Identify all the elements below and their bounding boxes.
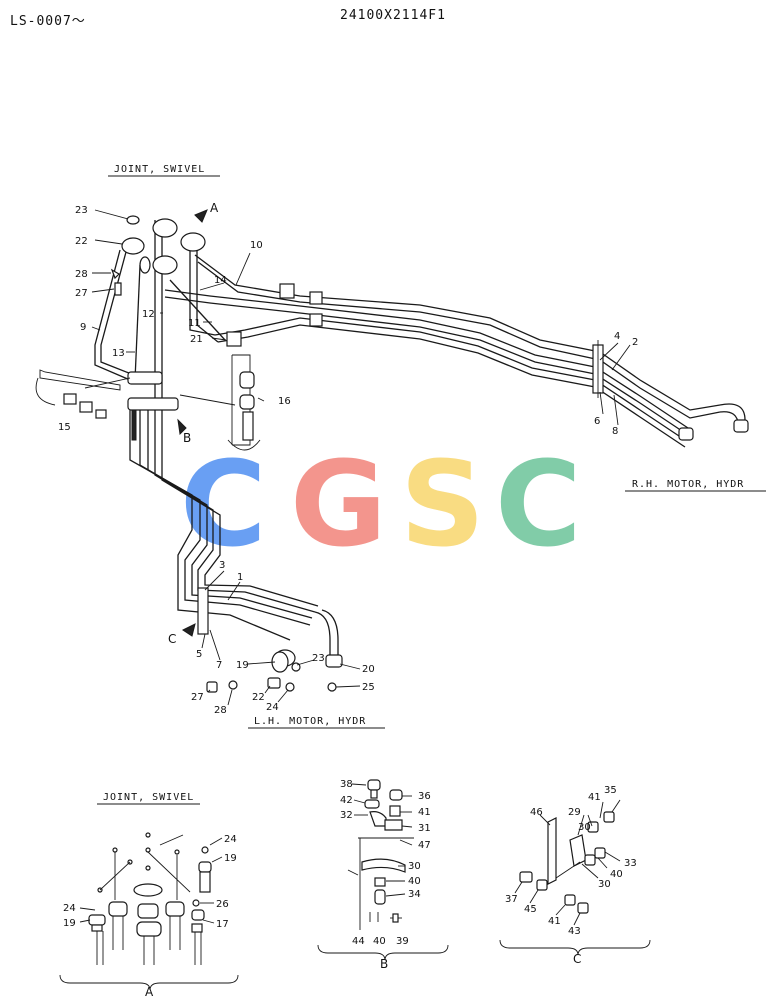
callout: 13 — [112, 348, 125, 359]
callout: 40 — [373, 936, 386, 947]
view-c-pointer: C — [168, 632, 176, 646]
title-joint-swivel-detail: JOINT, SWIVEL — [103, 792, 194, 803]
callout: 39 — [396, 936, 409, 947]
watermark-letter: S — [400, 435, 485, 573]
callout: 12 — [142, 309, 155, 320]
callout: 28 — [214, 705, 227, 716]
callout: 7 — [216, 660, 222, 671]
callout: 24 — [63, 903, 76, 914]
callout: 17 — [216, 919, 229, 930]
main-labels: 23 22 28 27 9 13 15 14 12 10 11 21 16 4 … — [58, 205, 638, 716]
drawing-serial: LS-0007～ — [10, 14, 86, 29]
callout: 28 — [75, 269, 88, 280]
callout: 16 — [278, 396, 291, 407]
detail-b: 38 36 42 41 32 31 47 30 40 34 44 40 39 B — [317, 779, 449, 971]
callout: 41 — [588, 792, 601, 803]
view-pointers: A B C — [168, 201, 219, 646]
callout: 22 — [252, 692, 265, 703]
callout: 27 — [191, 692, 204, 703]
callout: 47 — [418, 840, 431, 851]
callout: 20 — [362, 664, 375, 675]
view-b-caption: B — [380, 957, 388, 971]
title-lh-motor: L.H. MOTOR, HYDR — [254, 716, 366, 727]
callout: 24 — [266, 702, 279, 713]
section-titles: JOINT, SWIVEL R.H. MOTOR, HYDR L.H. MOTO… — [97, 164, 766, 805]
view-b-pointer: B — [183, 431, 191, 445]
callout: 34 — [408, 889, 421, 900]
drawing-number: 24100X2114F1 — [340, 8, 446, 23]
callout: 41 — [548, 916, 561, 927]
callout: 15 — [58, 422, 71, 433]
callout: 5 — [196, 649, 202, 660]
callout: 6 — [594, 416, 600, 427]
callout: 31 — [418, 823, 431, 834]
callout: 21 — [190, 334, 203, 345]
callout: 22 — [75, 236, 88, 247]
callout: 24 — [224, 834, 237, 845]
callout: 30 — [408, 861, 421, 872]
callout: 30 — [578, 822, 591, 833]
callout: 1 — [237, 572, 243, 583]
watermark-letter: G — [290, 435, 387, 573]
callout: 40 — [610, 869, 623, 880]
callout: 29 — [568, 807, 581, 818]
detail-a: 24 19 24 19 26 17 A — [59, 832, 239, 999]
callout: 25 — [362, 682, 375, 693]
callout: 19 — [63, 918, 76, 929]
callout: 35 — [604, 785, 617, 796]
callout: 38 — [340, 779, 353, 790]
callout: 10 — [250, 240, 263, 251]
callout: 30 — [598, 879, 611, 890]
callout: 37 — [505, 894, 518, 905]
callout: 46 — [530, 807, 543, 818]
watermark: C G S C — [180, 435, 582, 573]
callout: 4 — [614, 331, 620, 342]
watermark-letter: C — [180, 435, 267, 573]
callout: 23 — [312, 653, 325, 664]
callout: 19 — [224, 853, 237, 864]
title-rh-motor: R.H. MOTOR, HYDR — [632, 479, 744, 490]
callout: 42 — [340, 795, 353, 806]
callout: 2 — [632, 337, 638, 348]
callout: 9 — [80, 322, 86, 333]
callout: 19 — [236, 660, 249, 671]
callout: 27 — [75, 288, 88, 299]
view-c-caption: C — [573, 952, 581, 966]
callout: 44 — [352, 936, 365, 947]
callout: 8 — [612, 426, 618, 437]
callout: 11 — [188, 318, 201, 329]
callout: 3 — [219, 560, 225, 571]
callout: 23 — [75, 205, 88, 216]
callout: 41 — [418, 807, 431, 818]
title-joint-swivel: JOINT, SWIVEL — [114, 164, 205, 175]
callout: 26 — [216, 899, 229, 910]
callout: 14 — [214, 275, 227, 286]
callout: 40 — [408, 876, 421, 887]
view-a-pointer: A — [210, 201, 219, 215]
view-a-caption: A — [145, 985, 154, 999]
watermark-letter: C — [495, 435, 582, 573]
main-piping — [35, 215, 749, 693]
callout: 33 — [624, 858, 637, 869]
callout: 36 — [418, 791, 431, 802]
callout: 32 — [340, 810, 353, 821]
callout: 43 — [568, 926, 581, 937]
callout: 45 — [524, 904, 537, 915]
detail-c: 46 41 35 29 30 40 33 30 37 45 41 43 C — [499, 785, 651, 966]
